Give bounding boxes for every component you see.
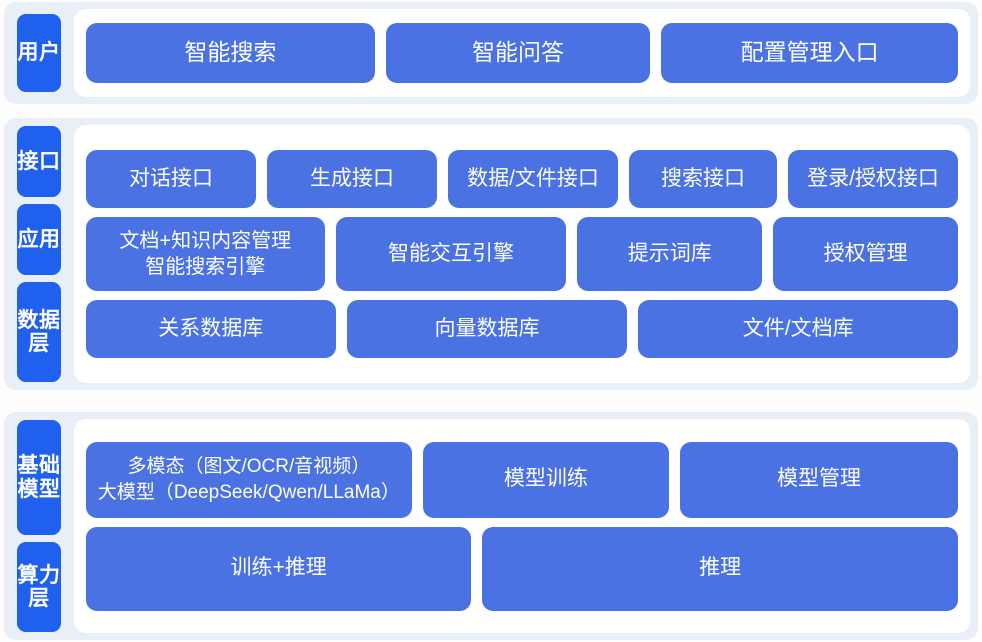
- node-prompt-library[interactable]: 提示词库: [577, 217, 763, 291]
- node-dialog-api[interactable]: 对话接口: [86, 150, 256, 208]
- layer-tab-compute[interactable]: 算力层: [17, 542, 61, 632]
- layer-tab-foundation-model[interactable]: 基础模型: [17, 420, 61, 536]
- layer-group-user: 用户 智能搜索 智能问答 配置管理入口: [4, 2, 978, 104]
- node-smart-qa[interactable]: 智能问答: [385, 23, 651, 83]
- layer-tab-user[interactable]: 用户: [17, 14, 61, 92]
- node-training-plus-inference[interactable]: 训练+推理: [86, 526, 472, 611]
- layer-rail-platform: 接口 应用 数据层: [4, 118, 74, 390]
- node-model-management[interactable]: 模型管理: [679, 441, 959, 518]
- node-search-api[interactable]: 搜索接口: [629, 150, 777, 208]
- layer-card-platform: 对话接口 生成接口 数据/文件接口 搜索接口 登录/授权接口 文档+知识内容管理…: [74, 125, 970, 383]
- row-interface-apis: 对话接口 生成接口 数据/文件接口 搜索接口 登录/授权接口: [86, 150, 958, 208]
- row-foundation-models: 多模态（图文/OCR/音视频） 大模型（DeepSeek/Qwen/LLaMa）…: [86, 441, 959, 518]
- node-vector-database[interactable]: 向量数据库: [346, 300, 628, 358]
- layer-tab-application[interactable]: 应用: [17, 204, 61, 276]
- node-relational-database[interactable]: 关系数据库: [86, 300, 336, 358]
- layer-group-infrastructure: 基础模型 算力层 多模态（图文/OCR/音视频） 大模型（DeepSeek/Qw…: [4, 412, 978, 640]
- layer-rail-infrastructure: 基础模型 算力层: [4, 412, 74, 640]
- node-doc-knowledge-management[interactable]: 文档+知识内容管理 智能搜索引擎: [86, 217, 325, 291]
- layer-card-infrastructure: 多模态（图文/OCR/音视频） 大模型（DeepSeek/Qwen/LLaMa）…: [74, 419, 970, 633]
- layer-tab-data[interactable]: 数据层: [17, 282, 61, 382]
- layer-card-user: 智能搜索 智能问答 配置管理入口: [74, 9, 970, 97]
- node-model-training[interactable]: 模型训练: [422, 441, 669, 518]
- node-generation-api[interactable]: 生成接口: [267, 150, 437, 208]
- node-data-file-api[interactable]: 数据/文件接口: [448, 150, 618, 208]
- row-compute-resources: 训练+推理 推理: [86, 526, 958, 611]
- layer-tab-interface[interactable]: 接口: [17, 126, 61, 198]
- row-application-modules: 文档+知识内容管理 智能搜索引擎 智能交互引擎 提示词库 授权管理: [86, 217, 958, 291]
- row-user-entries: 智能搜索 智能问答 配置管理入口: [86, 23, 959, 83]
- layer-group-platform: 接口 应用 数据层 对话接口 生成接口 数据/文件接口 搜索接口 登录/授权接口…: [4, 118, 978, 390]
- node-config-management-entry[interactable]: 配置管理入口: [661, 23, 959, 83]
- node-multimodal-large-model[interactable]: 多模态（图文/OCR/音视频） 大模型（DeepSeek/Qwen/LLaMa）: [86, 441, 412, 518]
- node-smart-search[interactable]: 智能搜索: [86, 23, 375, 83]
- row-data-stores: 关系数据库 向量数据库 文件/文档库: [86, 300, 958, 358]
- node-login-auth-api[interactable]: 登录/授权接口: [788, 150, 958, 208]
- layer-rail-user: 用户: [4, 2, 74, 104]
- node-smart-interaction-engine[interactable]: 智能交互引擎: [335, 217, 567, 291]
- node-file-document-store[interactable]: 文件/文档库: [638, 300, 958, 358]
- node-inference[interactable]: 推理: [482, 526, 958, 611]
- node-authorization-management[interactable]: 授权管理: [773, 217, 958, 291]
